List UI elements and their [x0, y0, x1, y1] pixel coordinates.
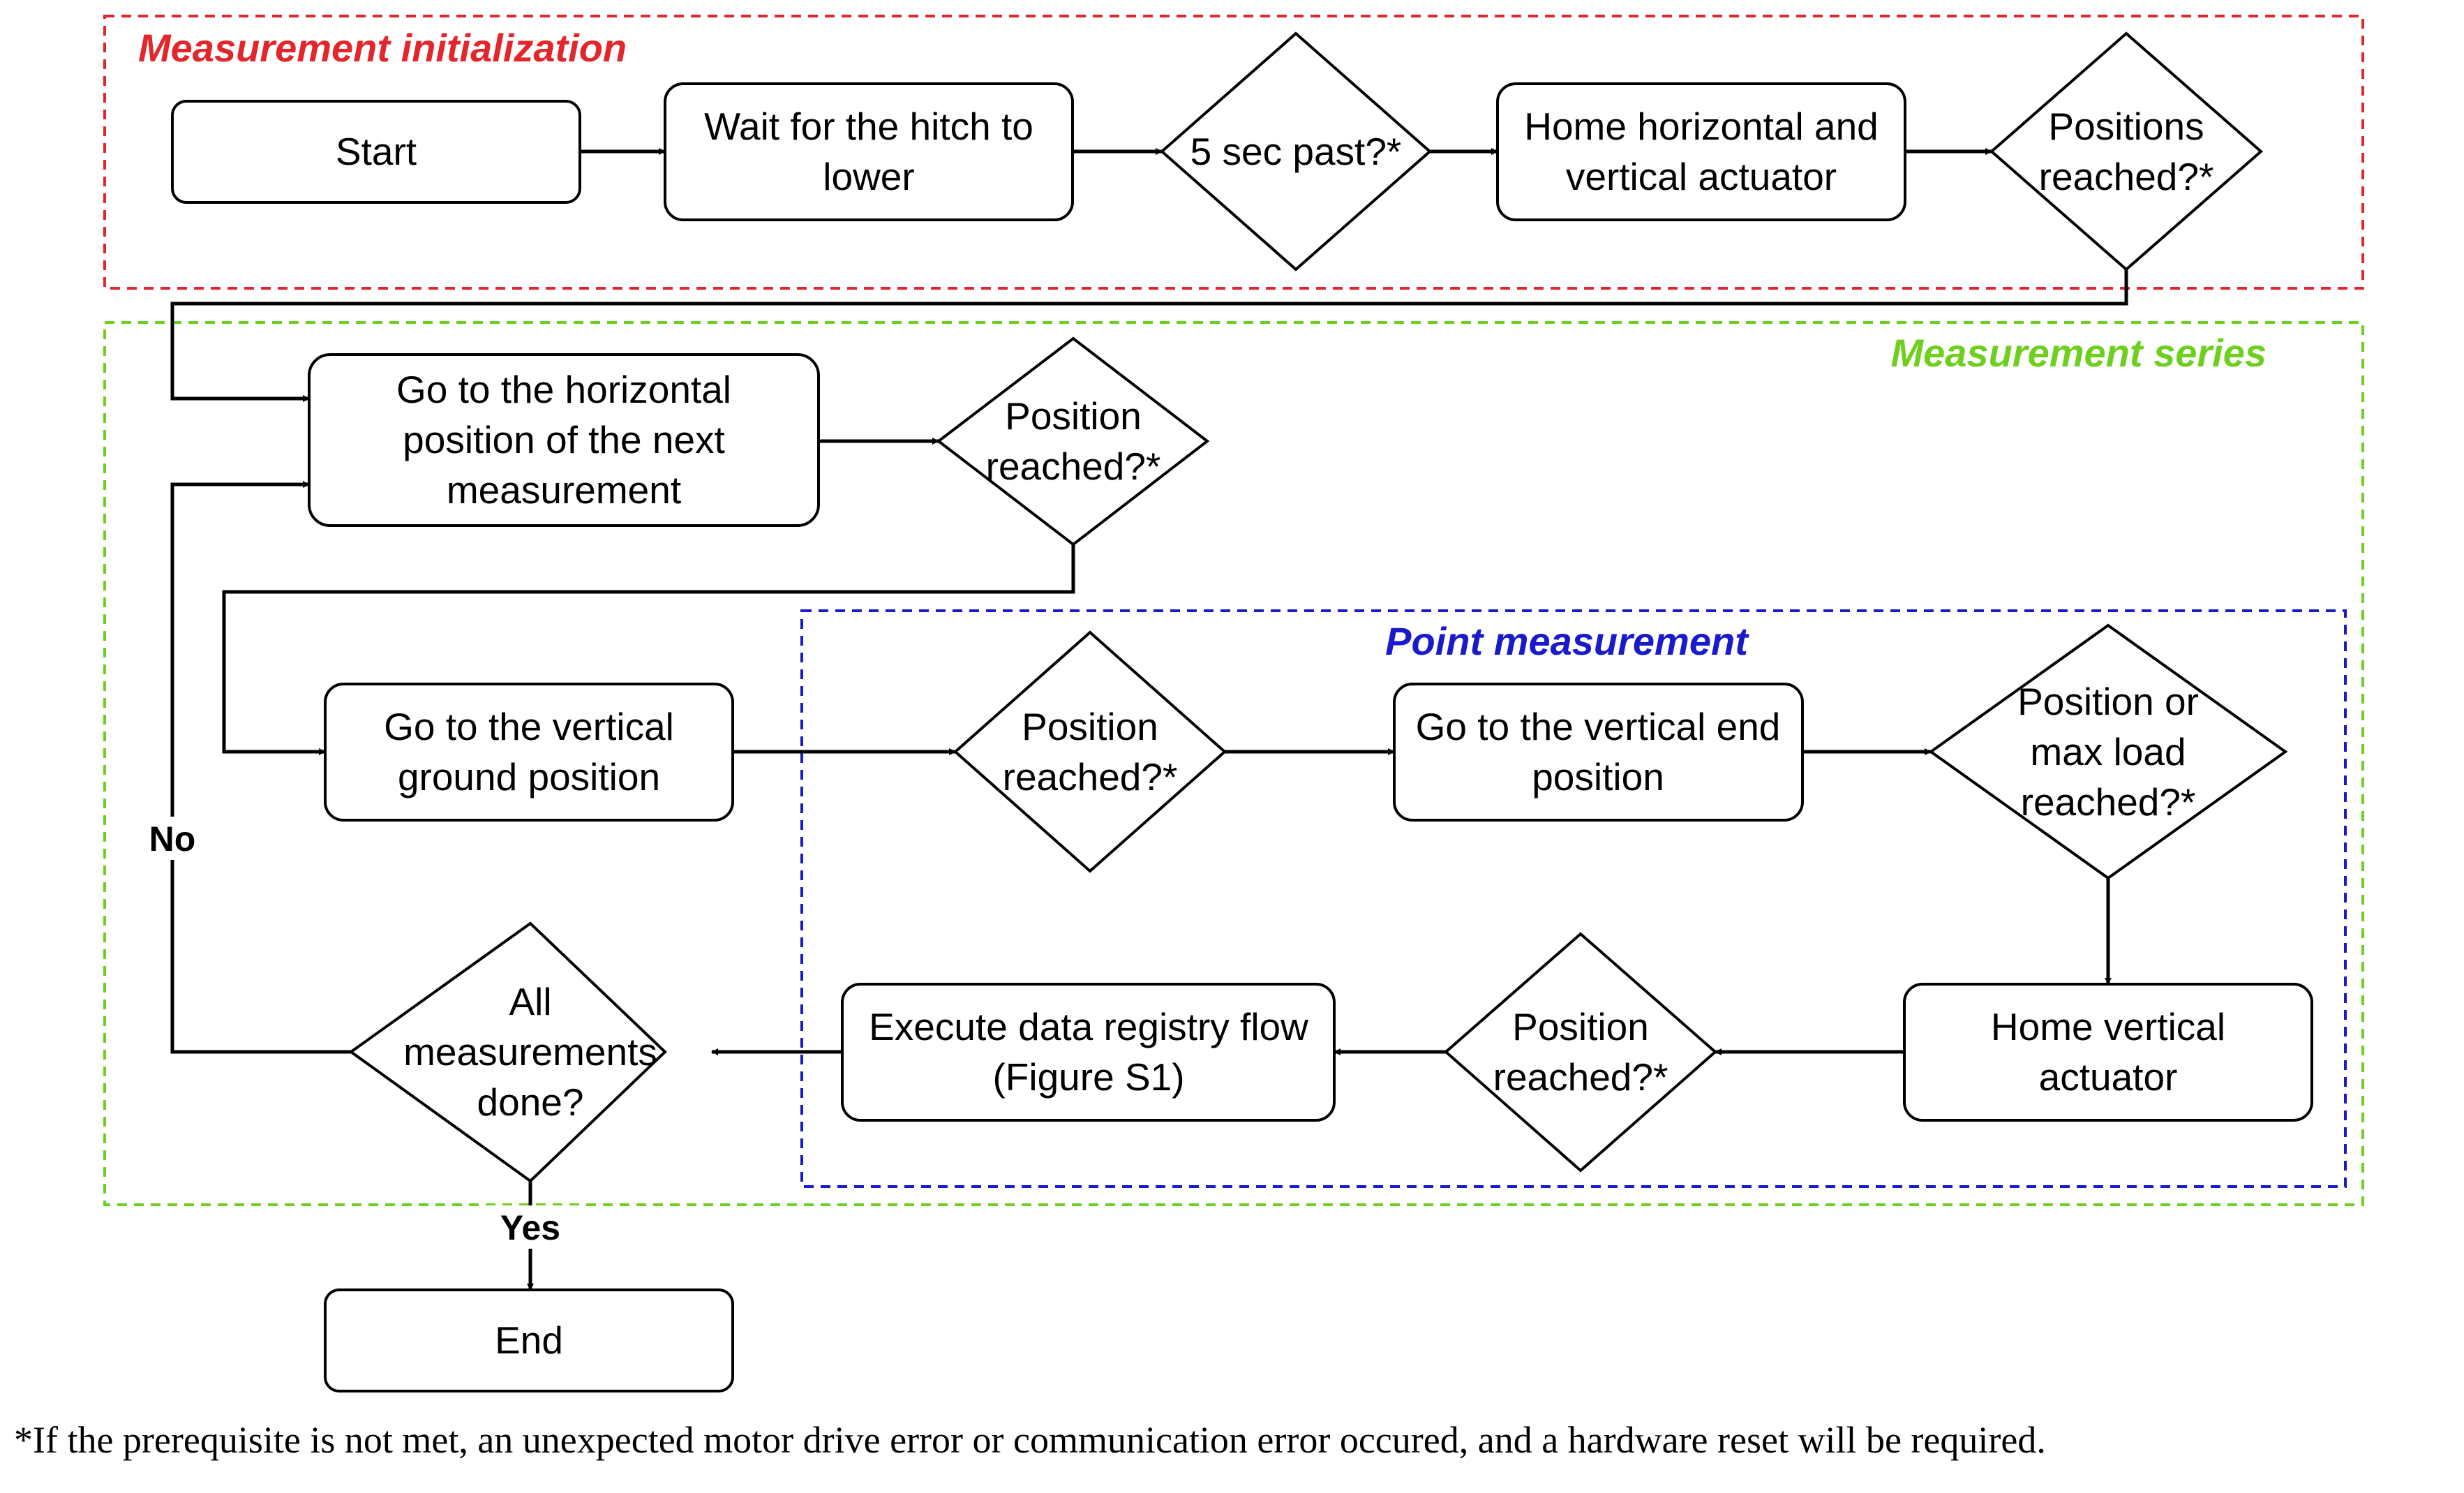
svg-text:5 sec past?*: 5 sec past?* — [1190, 130, 1402, 173]
wait-hitch-label-line-2: lower — [823, 155, 914, 198]
pos-reached-2-label-line-1: Position — [1022, 705, 1158, 748]
edge-all-done-no-to-goto-horizontal — [170, 481, 351, 1054]
edge-position-reached-1-to-goto-vertical-ground — [222, 544, 1075, 755]
group-frame-measurement-series — [103, 321, 2364, 1206]
group-frame-point-measurement — [800, 609, 2347, 1188]
goto-horizontal-label-line-2: position of the next — [403, 418, 725, 461]
goto-horizontal-label-line-3: measurement — [447, 468, 681, 512]
group-title-point-measurement: Point measurement — [1385, 619, 1749, 663]
svg-text:Execute data registry flow(Fig: Execute data registry flow (Figure S1) — [869, 1005, 1308, 1099]
goto-vertical-ground-node: Go to the vertical ground position — [324, 683, 734, 822]
yes-label-background — [481, 1205, 579, 1249]
positions-reached-label-line-2: reached?* — [2039, 155, 2214, 198]
home-hv-label-line-1: Home horizontal and — [1524, 105, 1879, 148]
goto-vertical-ground-label-line-2: ground position — [398, 755, 660, 799]
footnote: *If the prerequisite is not met, an unex… — [14, 1419, 2046, 1461]
goto-horizontal-node: Go to the horizontal position of the next… — [308, 353, 820, 527]
edge-positions-reached-to-goto-horizontal — [170, 269, 2128, 402]
pos-reached-3-label-line-2: reached?* — [1493, 1055, 1668, 1099]
wait-hitch-label-line-1: Wait for the hitch to — [704, 105, 1033, 148]
execute-registry-label-line-2: (Figure S1) — [992, 1055, 1184, 1099]
pos-or-max-load-label-line-1: Position or — [2017, 680, 2199, 723]
home-vertical-label-line-1: Home vertical — [1991, 1005, 2225, 1048]
edge-label-no: No — [149, 819, 196, 859]
home-hv-label-line-2: vertical actuator — [1566, 155, 1837, 198]
positions-reached-decision: Positions reached?* — [1989, 31, 2264, 272]
position-or-max-load-decision: Position or max load reached?* — [1928, 623, 2288, 880]
group-title-measurement-series: Measurement series — [1890, 331, 2267, 375]
start-node: Start — [171, 100, 581, 204]
pos-reached-1-label-line-1: Position — [1005, 394, 1142, 438]
start-label-line-1: Start — [336, 130, 417, 173]
all-done-label-line-1: All — [509, 980, 551, 1023]
home-vertical-node: Home vertical actuator — [1903, 983, 2313, 1122]
five-sec-label-line-1: 5 sec past?* — [1190, 130, 1402, 173]
svg-text:Start: Start — [336, 130, 417, 173]
pos-reached-2-label-line-2: reached?* — [1003, 755, 1178, 799]
goto-vertical-end-label-line-1: Go to the vertical end — [1416, 705, 1781, 748]
pos-or-max-load-label-line-2: max load — [2030, 730, 2186, 773]
no-label-background — [134, 817, 211, 860]
execute-registry-label-line-1: Execute data registry flow — [869, 1005, 1308, 1048]
execute-registry-node: Execute data registry flow (Figure S1) — [841, 983, 1336, 1122]
end-node: End — [324, 1288, 734, 1392]
edge-label-yes: Yes — [500, 1208, 560, 1247]
position-reached-decision-1: Position reached?* — [936, 336, 1210, 547]
goto-vertical-ground-label-line-1: Go to the vertical — [384, 705, 674, 748]
home-hv-node: Home horizontal and vertical actuator — [1496, 82, 1906, 221]
position-reached-decision-3: Position reached?* — [1443, 932, 1718, 1173]
goto-vertical-end-label-line-2: position — [1532, 755, 1664, 799]
all-done-label-line-2: measurements — [403, 1030, 657, 1074]
wait-hitch-node: Wait for the hitch to lower — [664, 82, 1074, 221]
end-label-line-1: End — [495, 1319, 563, 1362]
position-reached-decision-2: Position reached?* — [953, 630, 1227, 873]
five-sec-decision: 5 sec past?* — [1159, 31, 1433, 272]
positions-reached-label-line-1: Positions — [2048, 105, 2204, 148]
group-title-measurement-initialization: Measurement initialization — [138, 26, 627, 70]
goto-horizontal-label-line-1: Go to the horizontal — [396, 368, 731, 411]
all-done-decision: All measurements done? — [348, 921, 667, 1183]
pos-reached-1-label-line-2: reached?* — [986, 445, 1161, 488]
svg-text:End: End — [495, 1319, 563, 1362]
home-vertical-label-line-2: actuator — [2039, 1055, 2178, 1099]
pos-or-max-load-label-line-3: reached?* — [2021, 780, 2196, 824]
goto-vertical-end-node: Go to the vertical end position — [1393, 683, 1804, 822]
pos-reached-3-label-line-1: Position — [1512, 1005, 1649, 1048]
all-done-label-line-3: done? — [477, 1080, 584, 1124]
group-frame-measurement-initialization — [103, 15, 2364, 290]
